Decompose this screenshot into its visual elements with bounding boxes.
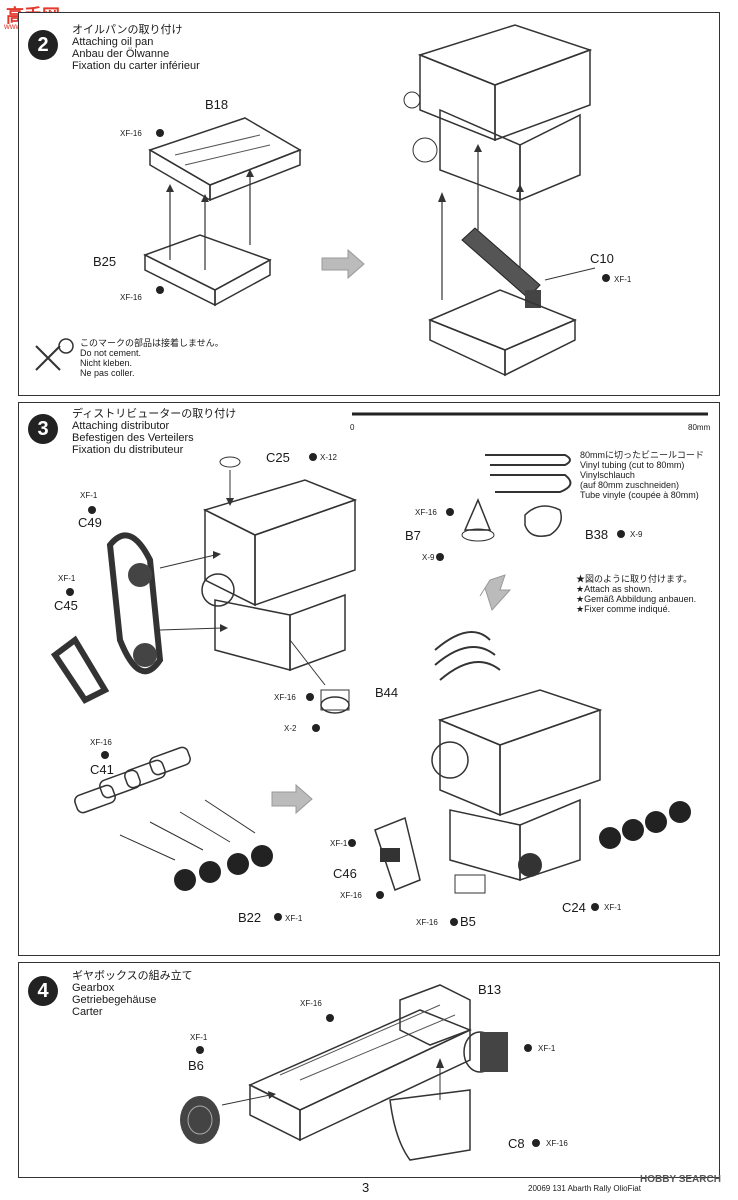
no-cement-note: このマークの部品は接着しません。 Do not cement. Nicht kl… <box>80 338 224 378</box>
no-cement-en: Do not cement. <box>80 348 142 358</box>
xf16-label-b: XF-16 <box>120 293 142 302</box>
x12-label: X-12 <box>320 453 337 462</box>
xf1-b22-label: XF-1 <box>285 914 303 923</box>
step-2-title-fr: Fixation du carter inférieur <box>72 60 200 72</box>
part-b44-label: B44 <box>375 685 399 700</box>
part-b25-label: B25 <box>93 254 117 269</box>
step-2-title-jp: オイルパンの取り付け <box>72 24 183 36</box>
xf16-c41-label: XF-16 <box>90 738 112 747</box>
attach-fr: ★Fixer comme indiqué. <box>576 604 671 614</box>
part-b7-label: B7 <box>405 528 421 543</box>
tubing-de2: (auf 80mm zuschneiden) <box>580 480 680 490</box>
no-cement-de: Nicht kleben. <box>80 358 133 368</box>
part-b13-label: B13 <box>478 982 502 997</box>
tubing-fr: Tube vinyle (coupée à 80mm) <box>580 490 699 500</box>
part-c45-label: C45 <box>54 598 78 613</box>
xf16-b44-label: XF-16 <box>274 693 296 702</box>
part-c46-label: C46 <box>333 866 357 881</box>
step-3-title-fr: Fixation du distributeur <box>72 444 184 456</box>
tubing-de1: Vinylschlauch <box>580 470 635 480</box>
part-b18-label: B18 <box>205 97 229 112</box>
attach-en: ★Attach as shown. <box>576 584 653 594</box>
xf16-label-a: XF-16 <box>120 129 142 138</box>
step-3-panel <box>18 402 720 956</box>
footer-brand: HOBBY SEARCH <box>640 1174 721 1185</box>
step-2-number: 2 <box>28 30 58 60</box>
step-4-title-jp: ギヤボックスの組み立て <box>72 970 193 982</box>
xf16-b7-label: XF-16 <box>415 508 437 517</box>
xf1-c46-label: XF-1 <box>330 839 348 848</box>
step-2-panel <box>18 12 720 396</box>
step-4-title-de: Getriebegehäuse <box>72 994 157 1006</box>
step-2-title-en: Attaching oil pan <box>72 36 154 48</box>
xf1-b13-label: XF-1 <box>538 1044 556 1053</box>
step-3-title-en: Attaching distributor <box>72 420 170 432</box>
xf1-label: XF-1 <box>614 275 632 284</box>
x9-b38-label: X-9 <box>630 530 643 539</box>
part-c24-label: C24 <box>562 900 586 915</box>
tubing-jp: 80mmに切ったビニールコード <box>580 450 704 460</box>
attach-note: ★図のように取り付けます。 ★Attach as shown. ★Gemäß A… <box>576 574 696 614</box>
footer-code: 20069 131 Abarth Rally OlioFiat <box>528 1184 641 1193</box>
xf1-c24-label: XF-1 <box>604 903 622 912</box>
step-4-panel <box>18 962 720 1178</box>
x2-label: X-2 <box>284 724 297 733</box>
tubing-en: Vinyl tubing (cut to 80mm) <box>580 460 685 470</box>
xf16-c46-label: XF-16 <box>340 891 362 900</box>
step-3-title: ディストリビューターの取り付け Attaching distributor Be… <box>72 408 236 456</box>
part-c49-label: C49 <box>78 515 102 530</box>
x9-b7-label: X-9 <box>422 553 435 562</box>
xf1-c49-label: XF-1 <box>80 491 98 500</box>
part-b5-label: B5 <box>460 914 476 929</box>
xf16-top-label: XF-16 <box>300 999 322 1008</box>
step-2-title: オイルパンの取り付け Attaching oil pan Anbau der Ö… <box>72 24 200 72</box>
step-4-number: 4 <box>28 976 58 1006</box>
step-3-number: 3 <box>28 414 58 444</box>
ruler-start: 0 <box>350 423 355 432</box>
step-4-title-en: Gearbox <box>72 982 115 994</box>
attach-de: ★Gemäß Abbildung anbauen. <box>576 594 697 604</box>
step-3-title-jp: ディストリビューターの取り付け <box>72 408 237 420</box>
tubing-note: 80mmに切ったビニールコード Vinyl tubing (cut to 80m… <box>580 450 704 500</box>
step-3-title-de: Befestigen des Verteilers <box>72 432 194 444</box>
xf16-c8-label: XF-16 <box>546 1139 568 1148</box>
part-c25-label: C25 <box>266 450 290 465</box>
xf1-b6-label: XF-1 <box>190 1033 208 1042</box>
page-number: 3 <box>362 1180 370 1195</box>
part-c41-label: C41 <box>90 762 114 777</box>
step-2-title-de: Anbau der Ölwanne <box>72 48 170 60</box>
part-c10-label: C10 <box>590 251 614 266</box>
no-cement-fr: Ne pas coller. <box>80 368 135 378</box>
xf16-b5-label: XF-16 <box>416 918 438 927</box>
part-b22-label: B22 <box>238 910 262 925</box>
part-b38-label: B38 <box>585 527 609 542</box>
part-c8-label: C8 <box>508 1136 525 1151</box>
no-cement-jp: このマークの部品は接着しません。 <box>80 338 224 348</box>
part-b6-label: B6 <box>188 1058 204 1073</box>
attach-jp: ★図のように取り付けます。 <box>576 574 693 584</box>
step-4-title-fr: Carter <box>72 1006 103 1018</box>
ruler-end: 80mm <box>688 423 711 432</box>
xf1-c45-label: XF-1 <box>58 574 76 583</box>
step-4-title: ギヤボックスの組み立て Gearbox Getriebegehäuse Cart… <box>72 970 193 1018</box>
